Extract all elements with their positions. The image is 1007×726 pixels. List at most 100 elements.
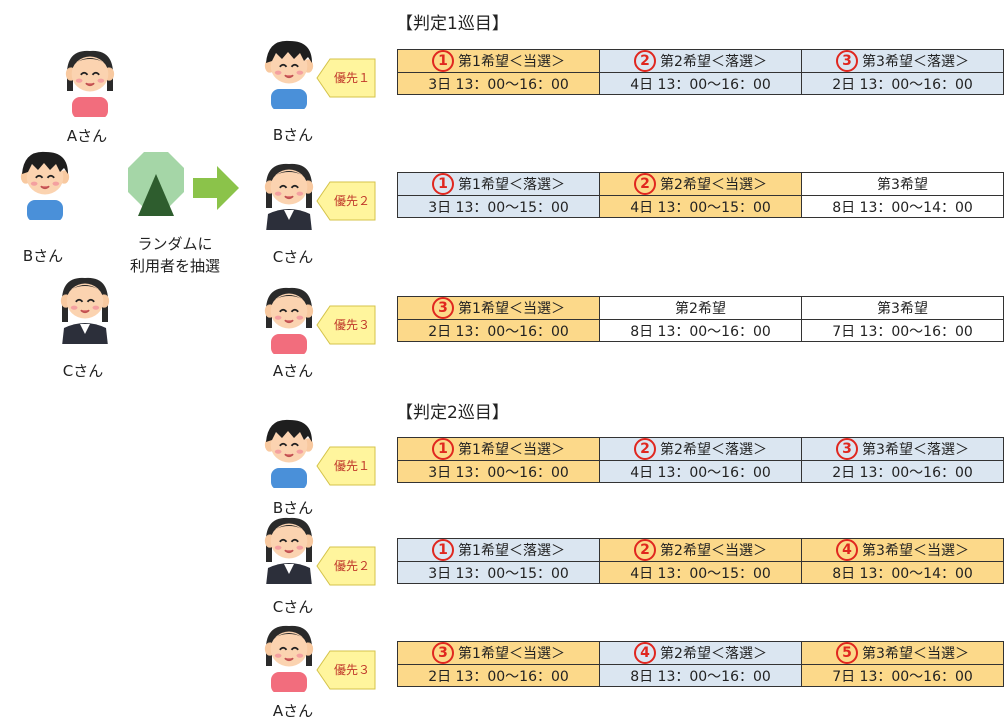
boy-blue-shirt-icon (10, 148, 80, 220)
wish-time-cell: 2日 13：00〜16：00 (801, 72, 1004, 95)
pentagon-tag-icon (316, 650, 376, 690)
wish-header: 第2希望＜落選＞ (660, 646, 767, 662)
woman-suit-icon (50, 272, 120, 344)
wish-header-cell: 第2希望 (599, 296, 802, 320)
wish-header: 第2希望＜落選＞ (660, 442, 767, 458)
wish-time-cell: 7日 13：00〜16：00 (801, 664, 1004, 687)
lottery-label: ランダムに 利用者を抽選 (120, 233, 230, 277)
priority-tag: 優先２ (316, 546, 376, 586)
wish-header-cell: 第3希望 (801, 296, 1004, 320)
green-right-arrow-icon (193, 166, 239, 210)
circled-number: 2 (634, 438, 657, 460)
person-b-name: Bさん (22, 247, 64, 265)
wish-header: 第3希望 (877, 177, 928, 193)
priority-label: 優先３ (333, 318, 370, 332)
lottery-line-1: ランダムに (137, 235, 213, 253)
pentagon-tag-icon (316, 546, 376, 586)
wish-header: 第2希望＜落選＞ (660, 54, 767, 70)
person-a-name: Aさん (66, 127, 108, 145)
circled-number: 1 (432, 50, 455, 72)
wish-time-cell: 8日 13：00〜16：00 (599, 319, 802, 342)
wish-header: 第3希望 (877, 301, 928, 317)
circled-number: 3 (836, 50, 859, 72)
octagon-triangle-icon (126, 150, 186, 218)
wish-header-cell: 第3希望 (801, 172, 1004, 196)
row-person-name: Aさん (272, 362, 314, 380)
wish-header: 第3希望＜当選＞ (862, 543, 969, 559)
wish-time-cell: 4日 13：00〜15：00 (599, 561, 802, 584)
circled-number: 2 (634, 50, 657, 72)
woman-suit-icon (254, 158, 324, 230)
circled-number: 3 (836, 438, 859, 460)
wish-time-cell: 3日 13：00〜15：00 (397, 195, 600, 218)
row-person-name: Cさん (272, 598, 314, 616)
row-person-name: Bさん (272, 499, 314, 517)
wish-time-cell: 4日 13：00〜16：00 (599, 72, 802, 95)
woman-suit-icon (254, 512, 324, 584)
woman-pink-shirt-icon (55, 45, 125, 117)
priority-tag: 優先３ (316, 650, 376, 690)
row-person-name: Aさん (272, 702, 314, 720)
wish-header: 第2希望＜当選＞ (660, 177, 767, 193)
wish-time-cell: 4日 13：00〜15：00 (599, 195, 802, 218)
row-person-name: Cさん (272, 248, 314, 266)
priority-tag: 優先１ (316, 58, 376, 98)
wish-header: 第1希望＜落選＞ (458, 177, 565, 193)
priority-tag: 優先２ (316, 181, 376, 221)
wish-header: 第3希望＜落選＞ (862, 54, 969, 70)
row-person-name: Bさん (272, 126, 314, 144)
circled-number: 2 (634, 173, 657, 195)
circled-number: 4 (634, 642, 657, 664)
pentagon-tag-icon (316, 446, 376, 486)
wish-time-cell: 2日 13：00〜16：00 (397, 664, 600, 687)
wish-time-cell: 3日 13：00〜16：00 (397, 460, 600, 483)
boy-blue-shirt-icon (254, 416, 324, 488)
wish-time-cell: 4日 13：00〜16：00 (599, 460, 802, 483)
wish-time-cell: 8日 13：00〜14：00 (801, 195, 1004, 218)
priority-tag: 優先１ (316, 446, 376, 486)
circled-number: 3 (432, 297, 455, 319)
round-2-title: 【判定2巡目】 (396, 403, 509, 423)
circled-number: 1 (432, 438, 455, 460)
wish-header: 第1希望＜落選＞ (458, 543, 565, 559)
wish-header: 第1希望＜当選＞ (458, 646, 565, 662)
circled-number: 2 (634, 539, 657, 561)
pentagon-tag-icon (316, 181, 376, 221)
circled-number: 4 (836, 539, 859, 561)
wish-time-cell: 2日 13：00〜16：00 (397, 319, 600, 342)
wish-header: 第3希望＜落選＞ (862, 442, 969, 458)
pentagon-tag-icon (316, 58, 376, 98)
wish-header: 第3希望＜当選＞ (862, 646, 969, 662)
priority-tag: 優先３ (316, 305, 376, 345)
wish-time-cell: 2日 13：00〜16：00 (801, 460, 1004, 483)
priority-label: 優先１ (333, 71, 370, 85)
person-c-name: Cさん (62, 362, 104, 380)
woman-pink-shirt-icon (254, 282, 324, 354)
wish-time-cell: 3日 13：00〜15：00 (397, 561, 600, 584)
wish-time-cell: 8日 13：00〜14：00 (801, 561, 1004, 584)
wish-header: 第1希望＜当選＞ (458, 442, 565, 458)
boy-blue-shirt-icon (254, 37, 324, 109)
lottery-line-2: 利用者を抽選 (129, 257, 220, 275)
circled-number: 5 (836, 642, 859, 664)
round-1-title: 【判定1巡目】 (396, 14, 509, 34)
pentagon-tag-icon (316, 305, 376, 345)
